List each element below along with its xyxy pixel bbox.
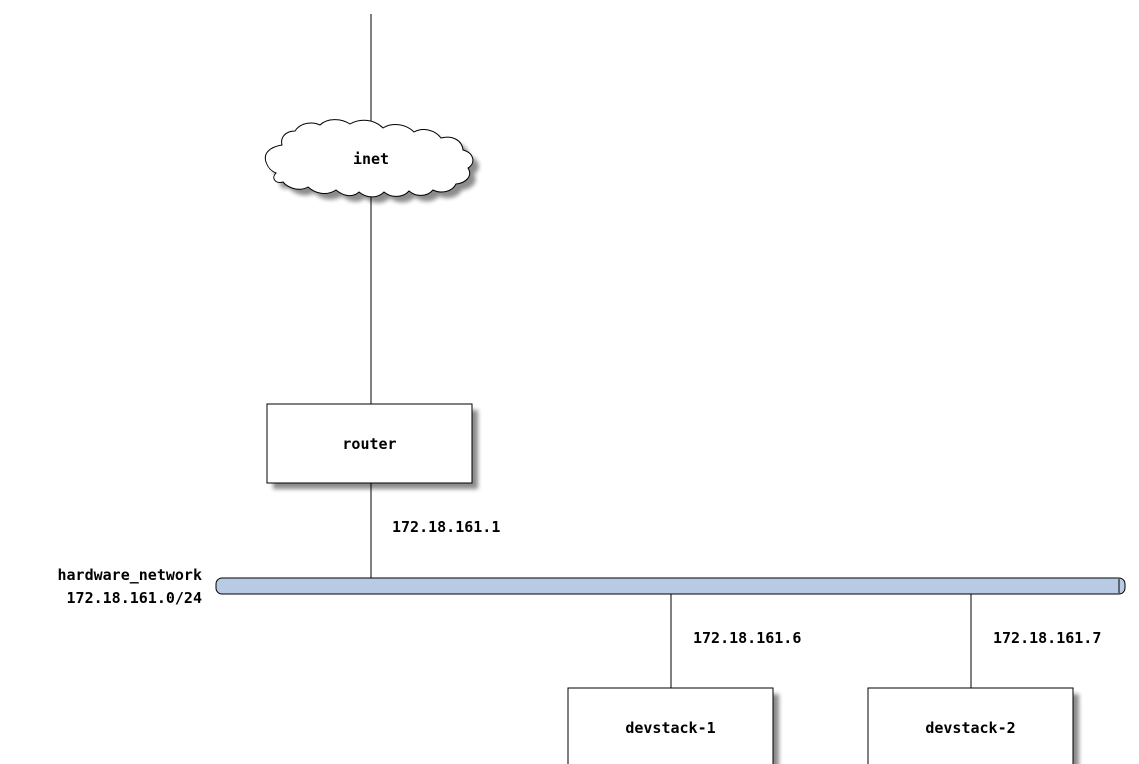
devstack-1-node	[567, 687, 779, 764]
router-address: 172.18.161.1	[392, 518, 501, 536]
inet-label: inet	[352, 150, 390, 168]
network-subnet-label: 172.18.161.0/24	[66, 589, 202, 607]
devstack-1-address: 172.18.161.6	[693, 629, 802, 647]
network-name-label: hardware_network	[57, 566, 203, 584]
inet-cloud	[264, 119, 479, 203]
hardware-network-bar	[215, 577, 1126, 595]
router-label: router	[342, 435, 397, 453]
devstack-2-address: 172.18.161.7	[993, 629, 1102, 647]
devstack-1-label: devstack-1	[625, 719, 716, 737]
devstack-2-node	[867, 687, 1079, 764]
router-node	[266, 403, 478, 489]
devstack-2-label: devstack-2	[925, 719, 1016, 737]
